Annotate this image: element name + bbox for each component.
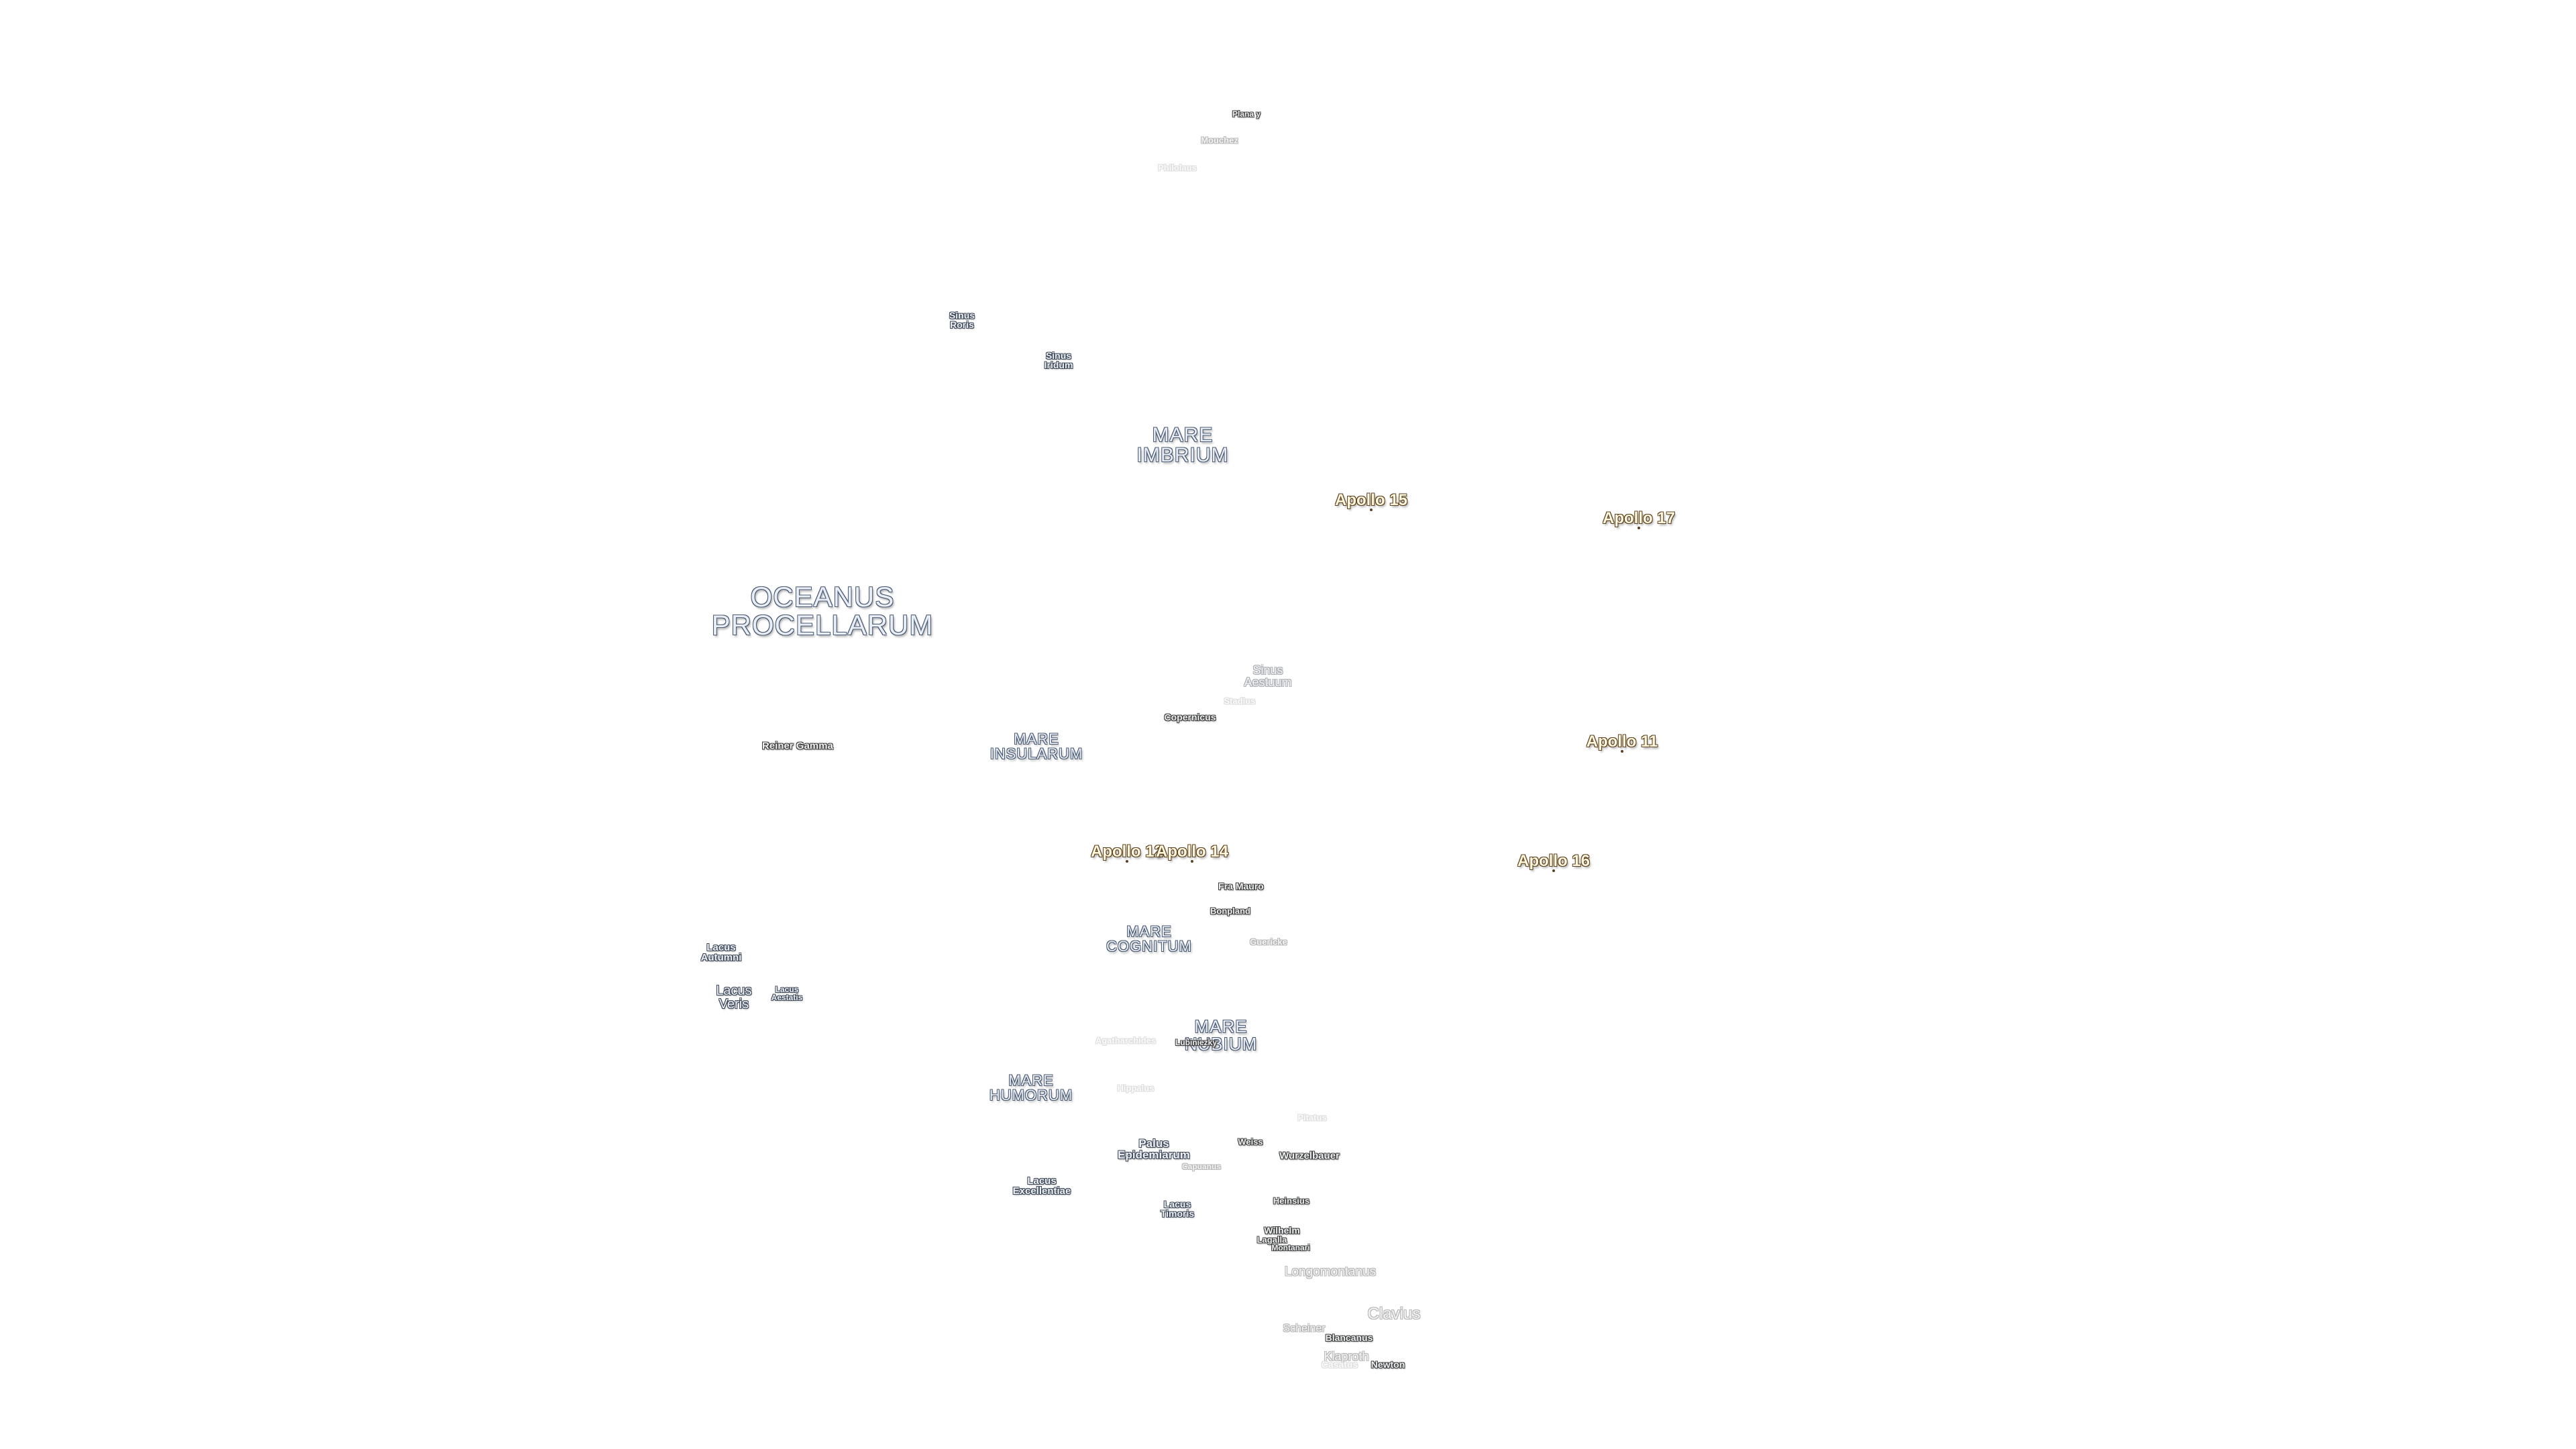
apollo-14-marker — [1191, 860, 1193, 863]
sinus-iridum-label: Sinus Iridum — [1044, 350, 1073, 370]
apollo-15-site[interactable]: Apollo 15 — [1334, 491, 1408, 509]
mare-cognitum-label: MARE COGNITUM — [1106, 923, 1192, 955]
lacus-autumni-label: Lacus Autumni — [700, 942, 742, 963]
crater-label-weiss: Weiss — [1238, 1136, 1263, 1147]
crater-label-pitatus: Pitatus — [1297, 1112, 1327, 1123]
crater-label-lagalla: Lagalla — [1256, 1234, 1287, 1245]
crater-label-bonpland: Bonpland — [1210, 906, 1250, 916]
crater-label-klaproth: Klaproth — [1324, 1350, 1369, 1363]
crater-label-heinsius: Heinsius — [1273, 1195, 1310, 1206]
crater-label-capuanus: Capuanus — [1181, 1162, 1222, 1171]
lacus-veris-label: Lacus Veris — [716, 983, 752, 1012]
crater-label-copernicus: Copernicus — [1164, 712, 1216, 722]
crater-label-fra-mauro: Fra Mauro — [1218, 881, 1264, 892]
sinus-roris-label: Sinus Roris — [949, 310, 975, 330]
apollo-12-site[interactable]: Apollo 12 — [1090, 843, 1164, 861]
apollo-11-site[interactable]: Apollo 11 — [1586, 733, 1658, 751]
crater-label-top: Plana y — [1232, 109, 1261, 119]
crater-label-guericke: Guericke — [1250, 936, 1287, 947]
mare-imbrium-label: MARE IMBRIUM — [1136, 424, 1229, 466]
apollo-17-marker — [1638, 527, 1640, 529]
apollo-12-marker — [1126, 860, 1128, 863]
apollo-15-marker — [1370, 508, 1373, 511]
lacus-aestatis-label: Lacus Aestatis — [771, 985, 803, 1002]
apollo-16-marker — [1552, 869, 1555, 872]
apollo-17-site[interactable]: Apollo 17 — [1602, 509, 1676, 527]
crater-label-agatharchides: Agatharchides — [1095, 1035, 1157, 1046]
crater-label-casatus: Casatus — [1321, 1359, 1358, 1370]
crater-label-hippalus: Hippalus — [1117, 1083, 1155, 1093]
crater-label-mouchez: Mouchez — [1201, 135, 1238, 146]
mare-humorum-label: MARE HUMORUM — [989, 1072, 1073, 1104]
apollo-16-site[interactable]: Apollo 16 — [1517, 852, 1591, 870]
apollo-14-site[interactable]: Apollo 14 — [1155, 843, 1229, 861]
crater-label-reiner-gamma: Reiner Gamma — [762, 740, 833, 752]
apollo-11-marker — [1621, 750, 1623, 753]
crater-label-wurzelbauer: Wurzelbauer — [1279, 1150, 1340, 1162]
mare-insularum-label: MARE INSULARUM — [989, 731, 1083, 762]
crater-label-faint-top: Philolaus — [1158, 162, 1197, 173]
crater-label-wilhelm: Wilhelm — [1264, 1225, 1300, 1236]
sinus-aestuum-label: Sinus Aestuum — [1244, 663, 1292, 689]
crater-label-scheiner: Scheiner — [1283, 1323, 1326, 1334]
crater-label-lubiniezky: Lubiniezky — [1175, 1038, 1218, 1047]
lacus-timoris-label: Lacus Timoris — [1160, 1199, 1195, 1219]
lacus-excellentiae-label: Lacus Excellentiae — [1012, 1175, 1071, 1197]
mare-nubium-label: MARE NUBIUM — [1184, 1016, 1258, 1054]
crater-label-longomontanus: Longomontanus — [1284, 1265, 1377, 1279]
crater-label-stadius: Stadius — [1224, 696, 1256, 706]
palus-epidemiarum-label: Palus Epidemiarum — [1118, 1137, 1190, 1161]
crater-label-clavius: Clavius — [1367, 1305, 1421, 1323]
crater-label-newton: Newton — [1371, 1359, 1405, 1370]
oceanus-procellarum-label: OCEANUS PROCELLARUM — [711, 581, 934, 641]
crater-label-montanari: Montanari — [1271, 1243, 1310, 1252]
crater-label-blancanus: Blancanus — [1325, 1332, 1373, 1343]
